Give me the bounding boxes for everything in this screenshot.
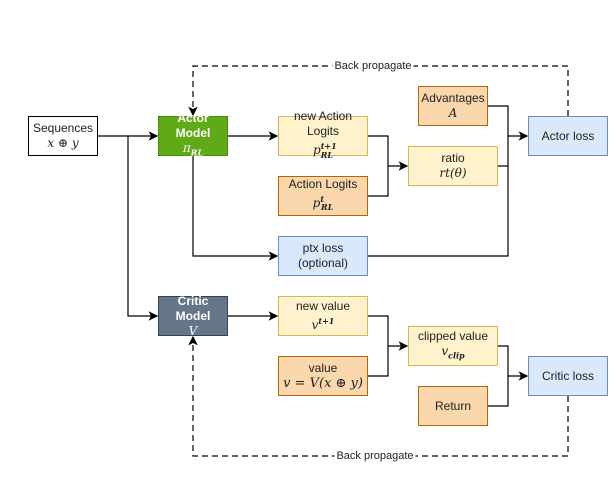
advantages-label: Advantages [421, 91, 485, 105]
actor-sub: RL [190, 147, 204, 158]
ratio-node: ratio rt(θ) [408, 146, 498, 186]
clipped-label: clipped value [417, 328, 489, 343]
sequences-node: Sequences x ⊕ y [28, 116, 98, 156]
actor-math: π [182, 141, 191, 156]
ratio-math: rt(θ) [439, 166, 467, 180]
value-label: value [308, 361, 338, 375]
critic-label: Critic Model [175, 293, 211, 323]
new-value-math: v [311, 318, 319, 332]
ptx-label2: (optional) [297, 256, 349, 270]
edge-actor-ptx [192, 156, 279, 261]
new-logits-sub: RL [320, 149, 333, 160]
value-node: value v = V(x ⊕ y) [278, 356, 368, 396]
critic-loss-node: Critic loss [528, 356, 608, 396]
backprop-label-top: Back propagate [332, 60, 414, 72]
logits-sup: t [320, 193, 325, 204]
new-value-label: new value [295, 299, 351, 313]
ptx-loss-node: ptx loss (optional) [278, 236, 368, 276]
backprop-actor-edge [188, 65, 569, 117]
edge-seq-critic [127, 136, 159, 321]
edge-logits-ratio [368, 135, 407, 197]
new-logits-sup: t+1 [320, 141, 337, 152]
return-node: Return [418, 386, 488, 426]
clipped-math: v [441, 343, 449, 358]
critic-math: V [188, 323, 198, 338]
sequences-math: x ⊕ y [47, 136, 79, 150]
new-action-logits-node: new Action Logits pt+1RL [278, 109, 368, 160]
backprop-label-bottom: Back propagate [334, 450, 416, 462]
advantages-math: A [448, 106, 458, 120]
actor-loss-node: Actor loss [528, 116, 608, 156]
critic-loss-label: Critic loss [541, 368, 594, 383]
new-logits-label: new Action [293, 109, 353, 124]
edge-values-clipped [368, 315, 407, 377]
backprop-critic-edge [188, 335, 569, 457]
logits-sub: RL [321, 202, 334, 213]
edge-to-actorloss [368, 105, 527, 257]
action-logits-node: Action Logits ptRL [278, 176, 368, 216]
actor-label: Actor Model [175, 111, 211, 141]
clipped-sub: clip [448, 350, 465, 361]
return-label: Return [434, 398, 472, 413]
actor-model-node: Actor Model πRL [158, 111, 228, 158]
new-value-node: new value vt+1 [278, 296, 368, 336]
edge-to-criticloss [488, 345, 527, 407]
value-math: v = V(x ⊕ y) [283, 376, 363, 391]
ratio-label: ratio [441, 151, 465, 165]
clipped-value-node: clipped value vclip [408, 326, 498, 366]
advantages-node: Advantages A [418, 86, 488, 126]
logits-math: p [312, 195, 321, 210]
new-value-sup: t+1 [318, 316, 335, 326]
new-logits-math: p [313, 143, 321, 158]
ptx-label: ptx loss [302, 241, 344, 255]
critic-model-node: Critic Model V [158, 293, 228, 338]
sequences-label: Sequences [32, 121, 94, 135]
new-logits-label2: Logits [306, 124, 340, 139]
actor-loss-label: Actor loss [541, 128, 595, 143]
logits-label: Action Logits [288, 176, 358, 191]
